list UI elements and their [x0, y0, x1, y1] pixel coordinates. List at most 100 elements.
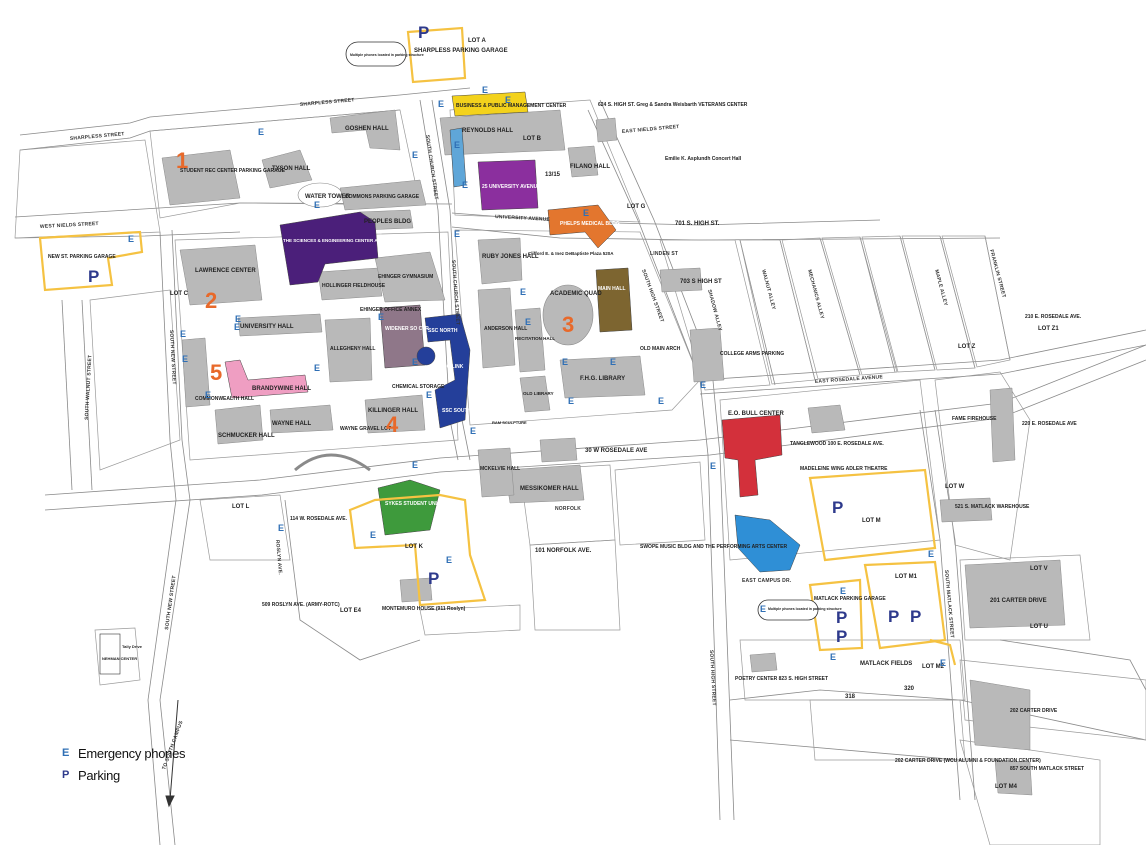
label-tanglewood: TANGLEWOOD 100 E. ROSEDALE AVE.	[790, 441, 884, 447]
label-lot-v: LOT V	[1030, 566, 1048, 572]
label-320: 320	[904, 686, 915, 692]
area-number-1: 1	[176, 148, 188, 173]
label-ehinger-annex: EHINGER OFFICE ANNEX	[360, 307, 422, 313]
emergency-phone-marker: E	[235, 314, 241, 324]
parking-marker: P	[88, 267, 99, 286]
street-south-new-2: SOUTH NEW STREET	[164, 575, 178, 630]
ruby-hall-blue	[449, 127, 467, 188]
science-center-building	[279, 211, 379, 286]
lot-m2-outline	[929, 638, 957, 666]
street-south-church: SOUTH CHURCH STREET	[424, 134, 439, 200]
emergency-phone-marker: E	[454, 140, 460, 150]
filano-building	[567, 145, 599, 178]
academic-quad-ellipse	[542, 284, 594, 346]
highlighted-buildings	[224, 91, 801, 573]
label-tally: Tally Drive	[122, 644, 143, 649]
label-521: 521 S. MATLACK WAREHOUSE	[955, 504, 1030, 510]
label-ram: RAM SCULPTURE	[492, 420, 527, 425]
allegheny-building	[324, 317, 373, 383]
street-linden: LINDEN ST	[650, 251, 678, 257]
commons-garage-building	[339, 179, 427, 211]
emergency-phone-marker: E	[370, 530, 376, 540]
parking-outlines	[38, 26, 957, 666]
label-210: 210 E. ROSEDALE AVE.	[1025, 314, 1082, 320]
recitation-building	[514, 307, 546, 373]
street-south-new: SOUTH NEW STREET	[168, 330, 177, 385]
emergency-phone-marker: E	[446, 555, 452, 565]
lot-m1-outline	[863, 560, 947, 650]
emergency-phone-marker: E	[520, 287, 526, 297]
label-ehinger-gym: EHINGER GYMNASIUM	[378, 274, 433, 280]
business-center-building	[451, 91, 529, 117]
label-w114: 114 W. ROSEDALE AVE.	[290, 516, 348, 522]
parking-marker: P	[418, 23, 429, 42]
label-main-hall: MAIN HALL	[598, 286, 626, 292]
anderson-building	[477, 287, 516, 369]
emergency-phone-marker: E	[278, 523, 284, 533]
emergency-phone-marker: E	[610, 357, 616, 367]
college-arms-building	[689, 327, 725, 383]
label-wayne: WAYNE HALL	[272, 421, 311, 427]
emergency-key-icon: E	[62, 747, 70, 759]
label-tyson: TYSON HALL	[272, 166, 311, 172]
hollinger-building	[317, 267, 383, 301]
label-schmucker: SCHMUCKER HALL	[218, 433, 275, 439]
street-south-walnut: SOUTH WALNUT STREET	[84, 355, 93, 420]
campus-buildings	[161, 109, 1066, 796]
plazas	[294, 182, 594, 472]
area-number-3: 3	[562, 312, 574, 337]
montemuro-building	[399, 577, 433, 603]
emergency-phone-marker: E	[760, 604, 766, 614]
street-east-campus: EAST CAMPUS DR.	[742, 578, 792, 584]
label-commons-garage: COMMONS PARKING GARAGE	[345, 194, 420, 200]
label-chemical-storage: CHEMICAL STORAGE	[392, 384, 445, 390]
street-norfolk: NORFOLK	[555, 506, 581, 512]
label-wayne-lot: WAYNE GRAVEL LOT	[340, 426, 391, 432]
parking-marker: P	[836, 608, 847, 627]
emergency-phone-marker: E	[940, 658, 946, 668]
old-library-building	[519, 375, 551, 413]
label-filano: FILANO HALL	[570, 164, 610, 170]
map-legend: E Emergency phones P Parking	[62, 742, 186, 786]
south-campus-arrow	[165, 699, 179, 808]
label-goshen: GOSHEN HALL	[345, 126, 389, 132]
parking-marker: P	[888, 607, 899, 626]
label-fame: FAME FIREHOUSE	[952, 416, 997, 422]
schmucker-building	[214, 404, 264, 445]
label-ssc-north: SSC NORTH	[428, 328, 458, 334]
label-university-25: 25 UNIVERSITY AVENUE	[482, 184, 541, 190]
emergency-phone-marker: E	[438, 99, 444, 109]
emergency-phone-marker: E	[700, 380, 706, 390]
label-1315: 13/15	[545, 172, 561, 178]
label-old-main-arch: OLD MAIN ARCH	[640, 346, 681, 352]
tanglewood-building	[807, 404, 846, 434]
label-sykes: SYKES STUDENT UNION	[385, 501, 445, 507]
street-south-church-2: SOUTH CHURCH STREET	[450, 260, 461, 326]
label-lot-w: LOT W	[945, 484, 965, 490]
parking-marker: P	[428, 569, 439, 588]
ssc-building	[424, 313, 471, 429]
ehinger-building	[374, 251, 446, 303]
mckelvie-building	[477, 447, 515, 498]
goshen-building	[329, 109, 401, 151]
street-shadow-alley: SHADOW ALLEY	[706, 289, 723, 332]
emergency-phone-marker: E	[840, 586, 846, 596]
street-east-rosedale: EAST ROSEDALE AVENUE	[815, 374, 884, 385]
label-killinger: KILLINGER HALL	[368, 408, 418, 414]
label-allegheny: ALLEGHENY HALL	[330, 346, 375, 352]
student-rec-building	[161, 149, 241, 206]
label-lawrence: LAWRENCE CENTER	[195, 268, 256, 274]
emergency-phone-marker: E	[568, 396, 574, 406]
legend-row-parking: P Parking	[62, 764, 185, 786]
info-bubbles	[99, 41, 819, 675]
label-lot-b: LOT B	[523, 136, 542, 142]
label-201: 201 CARTER DRIVE	[990, 598, 1047, 604]
emergency-phone-marker: E	[426, 390, 432, 400]
legend-label-emergency: Emergency phones	[78, 745, 186, 761]
label-matlack-garage: MATLACK PARKING GARAGE	[814, 596, 886, 602]
street-walnut-alley: WALNUT ALLEY	[760, 269, 777, 311]
label-student-rec: STUDENT REC CENTER PARKING GARAGE	[180, 168, 286, 174]
s624-building	[595, 117, 618, 143]
label-lot-k: LOT K	[405, 544, 424, 550]
label-w30: 30 W ROSEDALE AVE	[585, 448, 647, 454]
